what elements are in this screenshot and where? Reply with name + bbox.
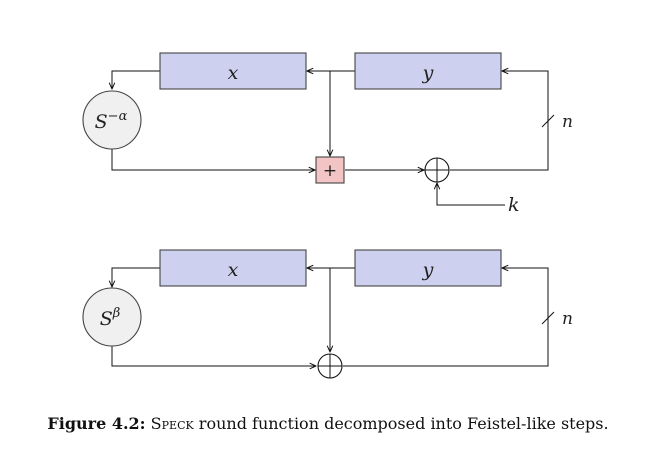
wire-key-to-xor <box>437 183 505 206</box>
bus-width-slash <box>541 114 555 128</box>
rotation-base-bottom: S <box>100 308 113 330</box>
wire-x-to-rotation <box>112 70 160 89</box>
register-y-box-bottom <box>354 249 502 287</box>
diagram-top: x y S−α + n k <box>82 52 573 216</box>
word-size-label-top: n <box>562 112 573 132</box>
wires-top <box>111 70 555 206</box>
wire-rotation-to-xor-bottom <box>111 346 316 366</box>
xor-node-top <box>424 157 450 183</box>
register-y-label-bottom: y <box>422 259 434 281</box>
register-x-label: x <box>228 62 239 84</box>
word-size-label-bottom: n <box>562 309 573 329</box>
rotation-label-bottom: Sβ <box>100 306 121 330</box>
register-y-label: y <box>422 62 434 84</box>
xor-node-bottom <box>317 353 343 379</box>
register-x-box-bottom <box>159 249 307 287</box>
register-y-box <box>354 52 502 90</box>
wire-x-to-rotation-bottom <box>112 267 160 287</box>
speck-round-diagram: x y S−α + n k <box>82 52 573 379</box>
wires-bottom <box>111 267 555 367</box>
caption-text: round function decomposed into Feistel-l… <box>198 414 609 433</box>
rotation-exponent-bottom: β <box>112 306 121 321</box>
rotation-node <box>82 90 142 150</box>
figure-caption: Figure 4.2: Speck round function decompo… <box>0 414 656 433</box>
key-label: k <box>508 194 520 216</box>
register-x-label-bottom: x <box>228 259 239 281</box>
caption-cipher-name: Speck <box>150 414 194 433</box>
caption-label: Figure 4.2: <box>47 414 146 433</box>
diagram-bottom: x y Sβ n <box>82 249 573 379</box>
wire-rotation-to-adder <box>111 149 315 170</box>
rotation-base: S <box>95 111 108 133</box>
modular-adder-symbol: + <box>323 161 337 181</box>
wire-feedback-to-y-bottom <box>343 268 549 367</box>
register-x-box <box>159 52 307 90</box>
bus-width-slash-bottom <box>541 311 555 325</box>
rotation-node-bottom <box>82 287 142 347</box>
modular-adder-box <box>315 156 345 184</box>
rotation-label: S−α <box>95 109 128 133</box>
rotation-exponent: −α <box>108 109 128 124</box>
